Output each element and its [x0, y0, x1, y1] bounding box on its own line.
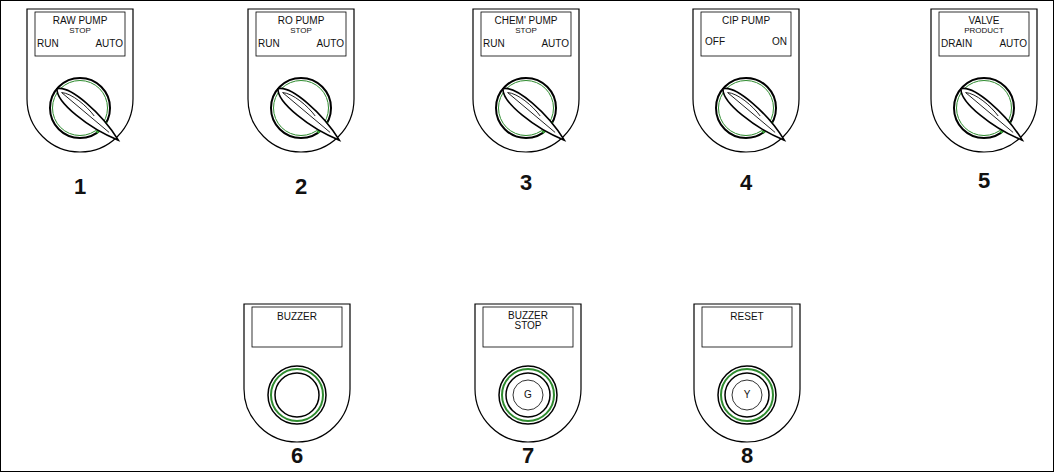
plate-shape: [694, 304, 800, 442]
plate-outline: [692, 8, 800, 153]
plate-outline: [243, 303, 351, 443]
selector-switch-plate: RAW PUMPSTOP RUN AUTO: [26, 8, 134, 153]
selector-switch-plate: CIP PUMP OFF ON: [692, 8, 800, 153]
button-bezel: [499, 366, 557, 424]
plate-title: VALVE: [969, 16, 1000, 26]
label-frame: [252, 307, 342, 347]
switch-position-label: AUTO: [95, 39, 123, 49]
callout-number: 1: [74, 176, 86, 198]
plate-shape: [244, 304, 350, 442]
switch-position-label: RUN: [37, 39, 59, 49]
switch-position-label: STOP: [515, 27, 537, 35]
callout-number: 4: [740, 172, 752, 194]
button-bezel: [718, 366, 776, 424]
knob-pointer: [956, 83, 1027, 146]
plate-title: RESET: [730, 312, 763, 322]
label-frame: [702, 307, 792, 347]
plate-shape: [931, 9, 1037, 152]
pushbutton-plate: BUZZER STOP G: [474, 303, 582, 443]
plate-title: BUZZER: [277, 312, 317, 322]
switch-position-label: DRAIN: [941, 39, 972, 49]
plate-shape: [27, 9, 133, 152]
switch-position-label: ON: [772, 37, 787, 47]
plate-shape: [248, 9, 354, 152]
pushbutton-plate: RESET Y: [693, 303, 801, 443]
button-face: [275, 373, 319, 417]
plate-title: RAW PUMP: [53, 16, 108, 26]
plate-shape: [475, 304, 581, 442]
plate-title: BUZZER STOP: [508, 311, 548, 331]
switch-position-label: PRODUCT: [964, 27, 1004, 35]
label-frame: [483, 307, 573, 347]
switch-position-label: AUTO: [999, 39, 1027, 49]
callout-number: 5: [978, 170, 990, 192]
button-bezel: [268, 366, 326, 424]
callout-number: 8: [741, 445, 753, 467]
plate-title: RO PUMP: [278, 16, 325, 26]
selector-switch-plate: CHEM' PUMPSTOP RUN AUTO: [472, 8, 580, 153]
button-ring: [271, 369, 323, 421]
knob-pointer: [52, 83, 123, 146]
callout-number: 7: [522, 445, 534, 467]
plate-shape: [693, 9, 799, 152]
callout-number: 2: [295, 176, 307, 198]
plate-shape: [473, 9, 579, 152]
plate-outline: [693, 303, 801, 443]
switch-position-label: RUN: [483, 39, 505, 49]
switch-position-label: AUTO: [316, 39, 344, 49]
button-face: [506, 373, 550, 417]
switch-position-label: RUN: [258, 39, 280, 49]
label-frame: [939, 12, 1029, 56]
callout-number: 3: [520, 172, 532, 194]
label-frame: [256, 12, 346, 56]
selector-switch-plate: RO PUMPSTOP RUN AUTO: [247, 8, 355, 153]
plate-title: CHEM' PUMP: [494, 16, 557, 26]
switch-position-label: AUTO: [541, 39, 569, 49]
switch-position-label: STOP: [290, 27, 312, 35]
switch-position-label: OFF: [705, 37, 725, 47]
knob-pointer: [273, 83, 344, 146]
button-cap: [513, 380, 543, 410]
label-frame: [701, 12, 791, 56]
label-frame: [481, 12, 571, 56]
knob-pointer: [498, 83, 569, 146]
button-letter: G: [524, 390, 532, 400]
button-face: [725, 373, 769, 417]
label-frame: [35, 12, 125, 56]
switch-position-label: STOP: [69, 27, 91, 35]
pushbutton-plate: BUZZER: [243, 303, 351, 443]
button-letter: Y: [744, 390, 751, 400]
button-ring: [721, 369, 773, 421]
plate-title: CIP PUMP: [722, 16, 770, 26]
knob-pointer: [718, 83, 789, 146]
selector-switch-plate: VALVEPRODUCT DRAIN AUTO: [930, 8, 1038, 153]
button-ring: [502, 369, 554, 421]
button-cap: [732, 380, 762, 410]
callout-number: 6: [291, 445, 303, 467]
